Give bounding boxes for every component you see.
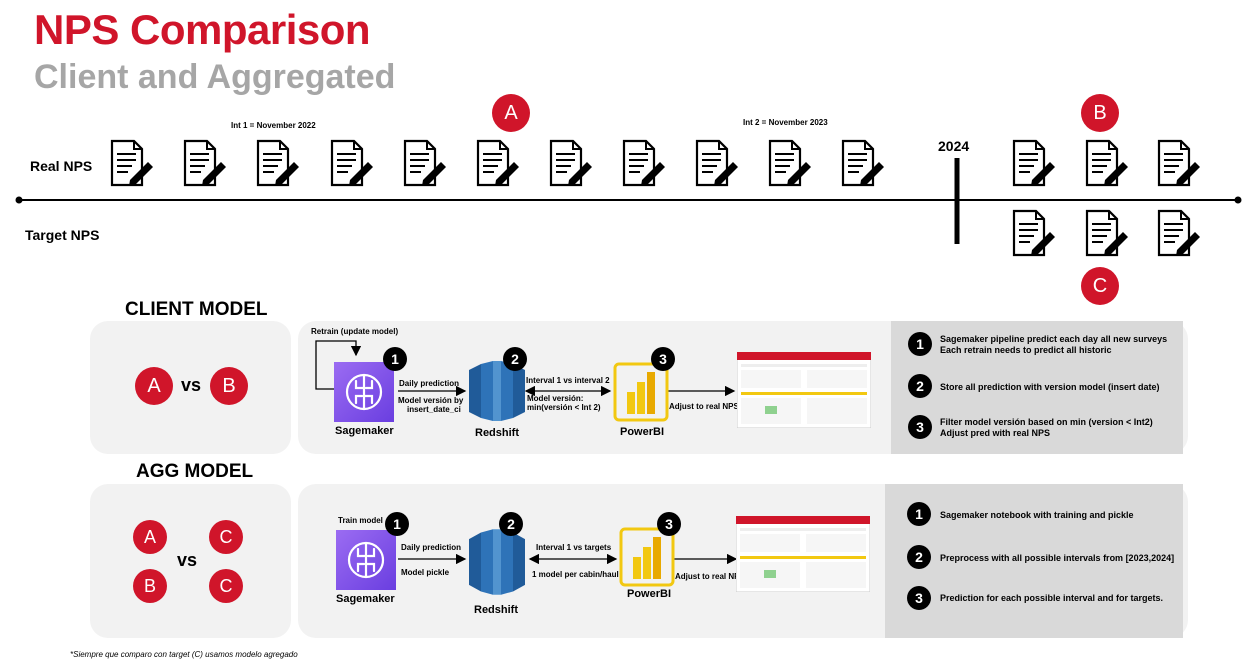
- int2-label: Int 2 = November 2023: [743, 118, 828, 127]
- client-note-1-badge: 1: [908, 332, 932, 356]
- real-nps-document-icon: [401, 138, 447, 188]
- agg-interval-label: Interval 1 vs targets: [536, 543, 612, 552]
- powerbi-icon: [613, 362, 669, 422]
- agg-adjust-label: Adjust to real NPS: [675, 572, 745, 581]
- year-label: 2024: [938, 138, 970, 154]
- real-nps-document-icon: [254, 138, 300, 188]
- client-model-version2-2: min(versión < Int 2): [527, 403, 601, 412]
- real-nps-document-icon: [839, 138, 885, 188]
- agg-vs: vs: [177, 550, 198, 570]
- client-arrows: [315, 340, 736, 397]
- real-nps-document-icon: [1155, 138, 1201, 188]
- real-nps-document-icon: [766, 138, 812, 188]
- client-model-version-1: Model versión by: [398, 396, 464, 405]
- agg-compare-panel: [90, 484, 291, 638]
- agg-step-1-badge: 1: [385, 512, 409, 536]
- marker-a: A: [492, 94, 530, 132]
- agg-note-1-badge: 1: [907, 502, 931, 526]
- agg-step-2-badge: 2: [499, 512, 523, 536]
- agg-arrows: [398, 553, 738, 565]
- page-subtitle: Client and Aggregated: [34, 58, 396, 96]
- redshift-icon: [469, 361, 525, 421]
- agg-per-cabin: 1 model per cabin/haul: [532, 570, 619, 579]
- target-nps-document-icon: [1155, 208, 1201, 258]
- agg-note-2-line1: Preprocess with all possible intervals f…: [940, 553, 1175, 563]
- client-note-3-line2: Adjust pred with real NPS: [940, 428, 1051, 438]
- agg-dashboard-thumbnail: [736, 516, 870, 592]
- agg-compare-c1: C: [209, 520, 243, 554]
- agg-powerbi-icon: [619, 527, 675, 587]
- retrain-label: Retrain (update model): [311, 327, 399, 336]
- agg-notes-panel: [885, 484, 1183, 638]
- client-note-3-badge: 3: [908, 415, 932, 439]
- client-note-2-badge: 2: [908, 374, 932, 398]
- client-step-3-badge: 3: [651, 347, 675, 371]
- real-nps-document-icon: [1010, 138, 1056, 188]
- agg-note-1-line1: Sagemaker notebook with training and pic…: [940, 510, 1134, 520]
- agg-note-3-line1: Prediction for each possible interval an…: [940, 593, 1164, 603]
- agg-model-title: AGG MODEL: [136, 461, 254, 482]
- real-nps-document-icon: [693, 138, 739, 188]
- agg-daily-prediction: Daily prediction: [401, 543, 462, 552]
- marker-c: C: [1081, 267, 1119, 305]
- client-compare-b: B: [210, 367, 248, 405]
- client-sagemaker-label: Sagemaker: [335, 425, 394, 437]
- client-model-version2-1: Model versión:: [527, 394, 584, 403]
- agg-model-pickle: Model pickle: [401, 568, 450, 577]
- agg-compare-a: A: [133, 520, 167, 554]
- agg-step-3-badge: 3: [657, 512, 681, 536]
- int1-label: Int 1 = November 2022: [231, 121, 316, 130]
- real-nps-document-icon: [1083, 138, 1129, 188]
- target-nps-document-icon: [1083, 208, 1129, 258]
- target-nps-document-icon: [1010, 208, 1056, 258]
- agg-redshift-icon: [469, 529, 525, 595]
- real-nps-document-icon: [620, 138, 666, 188]
- agg-note-3-badge: 3: [907, 586, 931, 610]
- real-nps-document-icon: [328, 138, 374, 188]
- agg-sagemaker-label: Sagemaker: [336, 593, 395, 605]
- client-step-2-badge: 2: [503, 347, 527, 371]
- train-label: Train model: [338, 516, 383, 525]
- real-nps-document-icon: [181, 138, 227, 188]
- agg-compare-b: B: [133, 569, 167, 603]
- client-vs: vs: [181, 375, 202, 395]
- client-model-title: CLIENT MODEL: [125, 299, 268, 320]
- client-compare-panel: [90, 321, 291, 454]
- client-compare-a: A: [135, 367, 173, 405]
- timeline-lines: [15, 158, 1242, 244]
- client-redshift-label: Redshift: [475, 427, 519, 439]
- client-note-2-line1: Store all prediction with version model …: [940, 382, 1160, 392]
- real-nps-document-icon: [108, 138, 154, 188]
- marker-b: B: [1081, 94, 1119, 132]
- client-powerbi-label: PowerBI: [620, 426, 665, 438]
- agg-redshift-label: Redshift: [474, 604, 518, 616]
- agg-note-2-badge: 2: [907, 545, 931, 569]
- client-dashboard-thumbnail: [737, 352, 871, 428]
- real-nps-document-icon: [474, 138, 520, 188]
- client-model-version-2: insert_date_ci: [407, 405, 461, 414]
- target-nps-label: Target NPS: [25, 227, 100, 243]
- agg-powerbi-label: PowerBI: [627, 588, 672, 600]
- client-note-3-line1: Filter model versión based on min (versi…: [940, 417, 1153, 427]
- real-nps-document-icon: [547, 138, 593, 188]
- footnote: *Siempre que comparo con target (C) usam…: [70, 650, 298, 659]
- client-interval-label: Interval 1 vs interval 2: [526, 376, 610, 385]
- client-notes-panel: [891, 321, 1183, 454]
- real-nps-label: Real NPS: [30, 158, 93, 174]
- client-adjust-label: Adjust to real NPS: [669, 402, 739, 411]
- client-note-1-line1: Sagemaker pipeline predict each day all …: [940, 334, 1168, 344]
- sagemaker-icon: [334, 362, 394, 422]
- client-daily-prediction: Daily prediction: [399, 379, 460, 388]
- agg-compare-c2: C: [209, 569, 243, 603]
- page-title: NPS Comparison: [34, 6, 371, 53]
- client-step-1-badge: 1: [383, 347, 407, 371]
- agg-sagemaker-icon: [336, 530, 396, 590]
- client-note-1-line2: Each retrain needs to predict all histor…: [940, 345, 1112, 355]
